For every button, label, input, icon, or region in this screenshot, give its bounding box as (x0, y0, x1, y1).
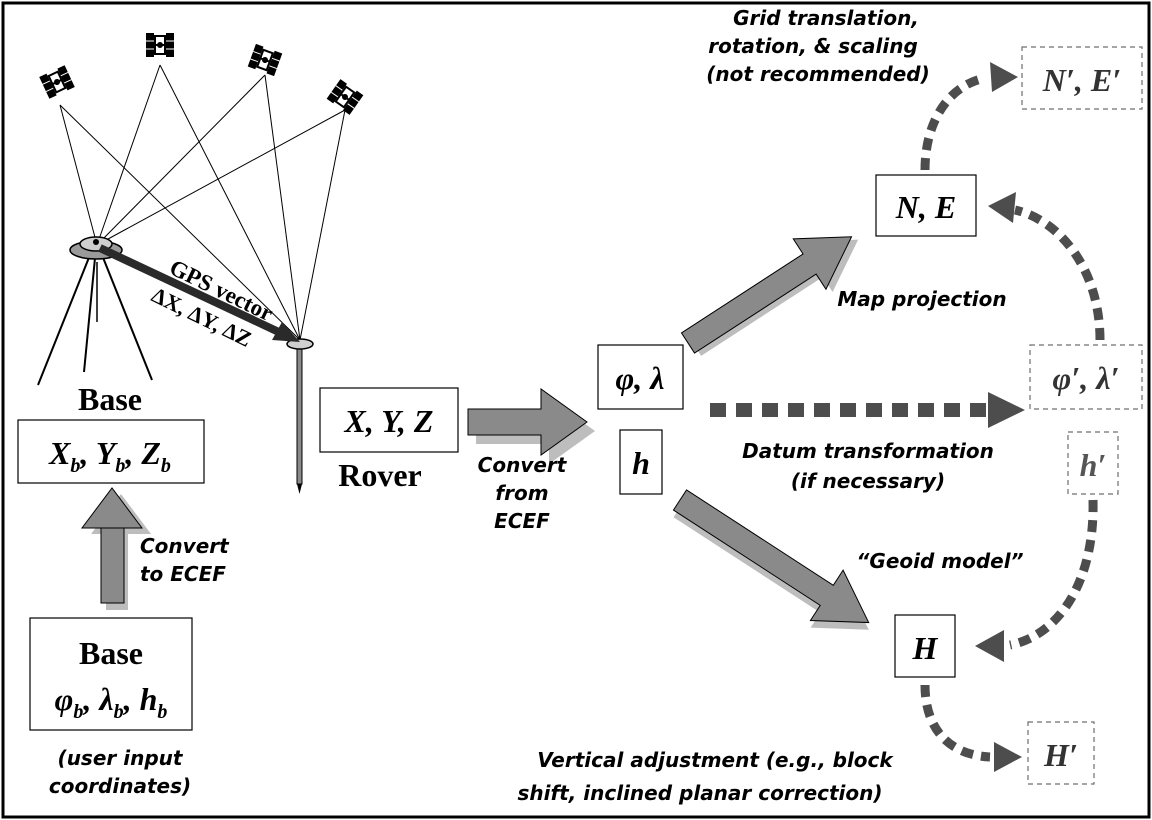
convert-from-ecef-label-1: Convert (478, 453, 568, 477)
map-projection-label: Map projection (837, 287, 1006, 311)
base-tripod-icon (37, 236, 153, 386)
ne-box (875, 174, 977, 237)
grid-label-1: Grid translation, (733, 6, 919, 30)
ne-prime-label: N′, E′ (1042, 62, 1121, 98)
grid-translation-dotted-arrow (920, 62, 1018, 171)
datum-transformation-dotted-arrow (710, 392, 1025, 428)
phi-lambda-label: φ, λ (616, 360, 665, 396)
h-box (619, 429, 663, 495)
rover-xyz-label: X, Y, Z (344, 403, 434, 439)
convert-from-ecef-label-3: ECEF (494, 509, 550, 533)
user-input-label-1: (user input (58, 746, 184, 770)
h-prime-box (1067, 431, 1119, 495)
convert-from-ecef-arrow (467, 388, 595, 464)
convert-to-ecef-label-1: Convert (140, 534, 230, 558)
grid-label-3: (not recommended) (706, 62, 930, 86)
ne-label: N, E (895, 189, 956, 225)
phi-lambda-box (597, 344, 684, 410)
H-box (894, 614, 956, 678)
user-input-label-2: coordinates) (49, 774, 191, 798)
base-geodetic-box (29, 617, 193, 731)
base-ecef-box (17, 419, 205, 484)
satellite-signal-lines (59, 64, 346, 341)
H-prime-label: H′ (1043, 737, 1078, 773)
grid-label-2: rotation, & scaling (708, 34, 918, 58)
rover-xyz-box (319, 387, 459, 453)
datum-ne-dotted-arrow (988, 192, 1105, 341)
map-projection-arrow (680, 236, 859, 356)
convert-from-ecef-label-2: from (495, 481, 548, 505)
datum-label-2: (if necessary) (791, 469, 945, 493)
vertical-adjustment-label-1: Vertical adjustment (e.g., block (537, 748, 894, 772)
phi-lambda-prime-box (1029, 344, 1143, 410)
geoid-model-dotted-arrow (975, 499, 1098, 662)
ne-prime-box (1021, 46, 1143, 110)
vertical-adjustment-label-2: shift, inclined planar correction) (517, 781, 882, 805)
datum-label-1: Datum transformation (742, 439, 994, 463)
H-label: H (912, 630, 939, 666)
base-geodetic-coords: φb, λb, hb (55, 681, 168, 723)
convert-to-ecef-label-2: to ECEF (140, 562, 226, 586)
H-prime-box (1027, 721, 1095, 785)
gps-vector-arrow (98, 244, 300, 342)
h-prime-label: h′ (1080, 447, 1107, 483)
base-label: Base (78, 381, 142, 417)
h-label: h (632, 445, 650, 481)
convert-to-ecef-arrow (81, 487, 151, 610)
geoid-model-label: “Geoid model” (857, 549, 1024, 573)
base-geodetic-title: Base (79, 635, 143, 671)
geoid-height-arrow (672, 489, 870, 630)
base-ecef-coords: Xb, Yb, Zb (48, 435, 171, 477)
rover-label: Rover (338, 457, 422, 493)
satellite-icon (145, 32, 175, 58)
phi-lambda-prime-label: φ′, λ′ (1053, 360, 1120, 396)
vertical-adjustment-dotted-arrow (920, 684, 1022, 772)
